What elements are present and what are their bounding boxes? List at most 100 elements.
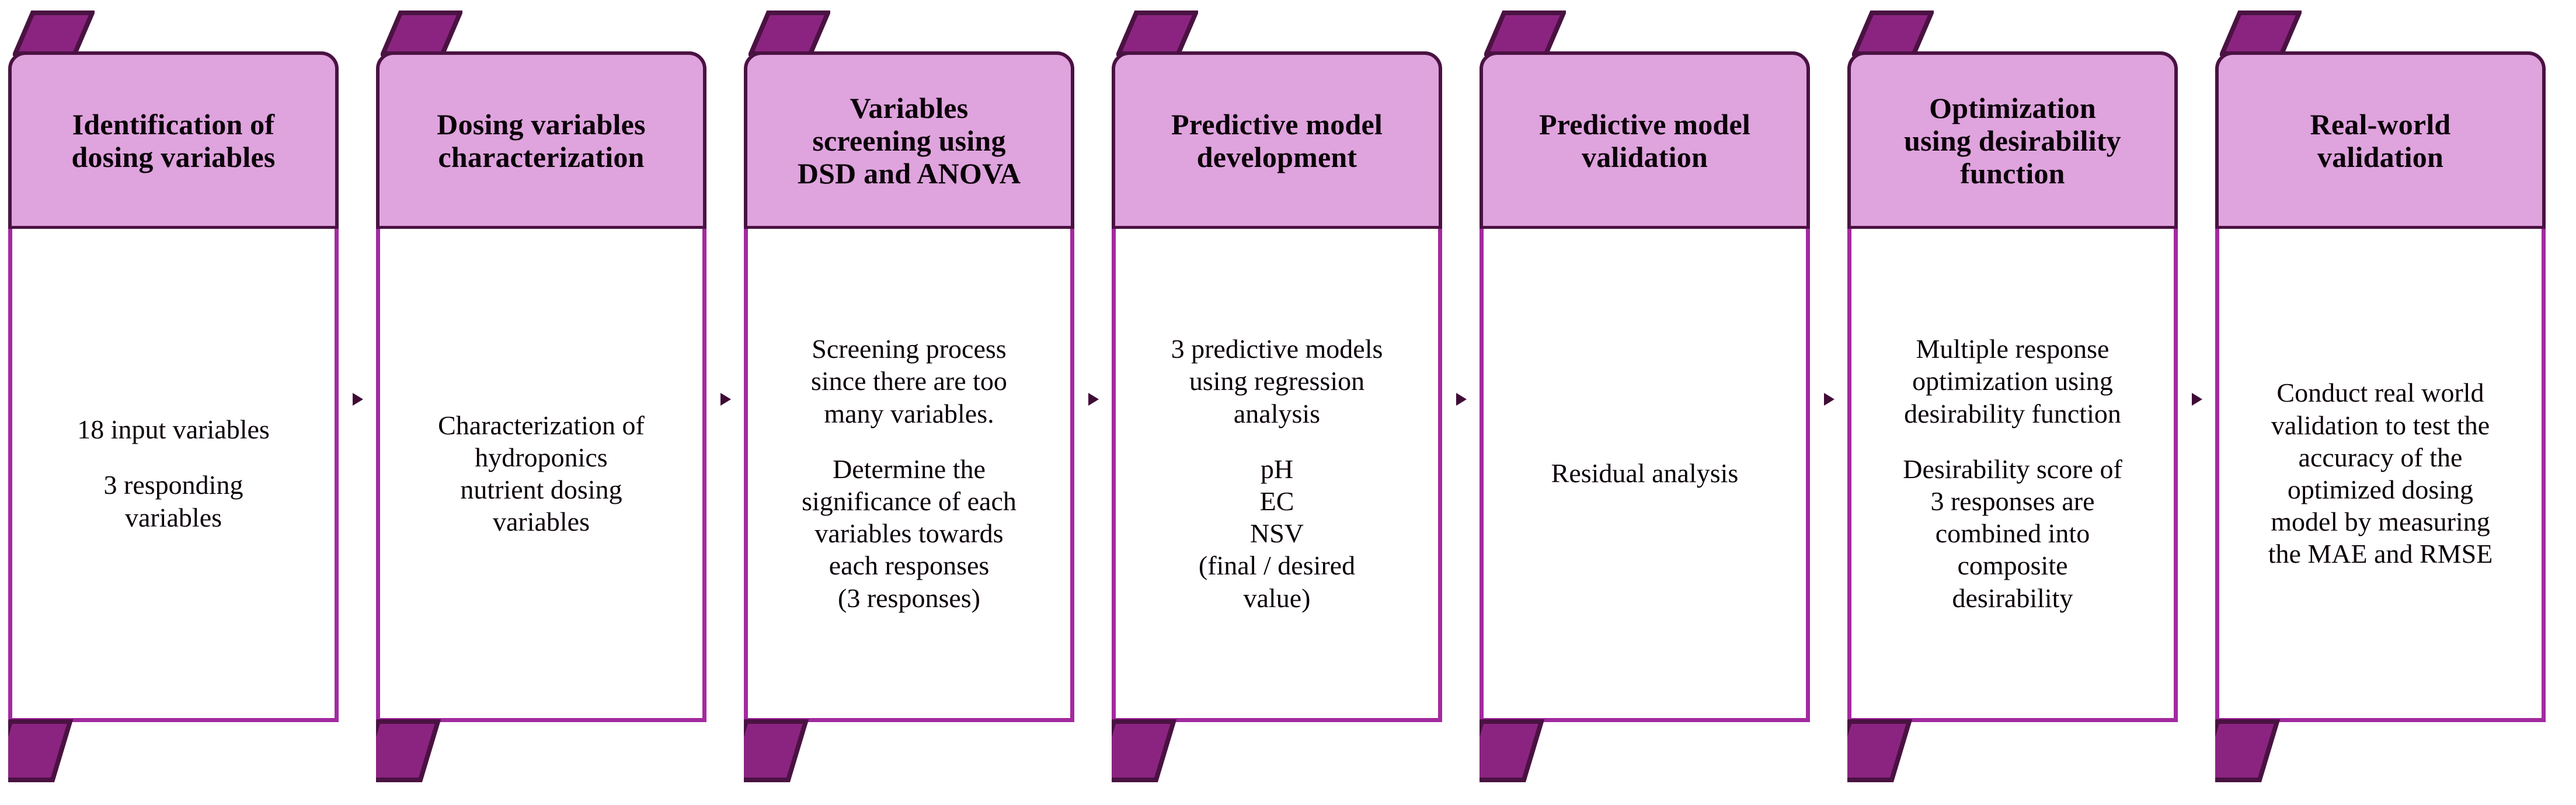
text-line: many variables. xyxy=(824,398,994,428)
text-line: Residual analysis xyxy=(1551,458,1739,489)
stage-top-tab-icon xyxy=(1484,11,1566,57)
text-line: using desirability xyxy=(1904,124,2121,157)
text-line: Optimization xyxy=(1929,91,2096,124)
text-line: since there are too xyxy=(811,366,1007,396)
paragraph-gap xyxy=(802,430,1017,453)
stage-body-text: Residual analysis xyxy=(1551,457,1739,489)
text-line: variables xyxy=(492,507,590,537)
text-line: dosing variables xyxy=(71,140,276,173)
text-line: function xyxy=(1960,156,2065,190)
flow-arrow-icon xyxy=(2191,391,2203,407)
text-line: pH xyxy=(1260,454,1294,484)
stage-top-tab-icon xyxy=(381,11,462,57)
text-line: (3 responses) xyxy=(838,583,980,613)
text-line: Predictive model xyxy=(1171,107,1383,141)
text-line: NSV xyxy=(1249,518,1304,549)
text-line: the MAE and RMSE xyxy=(2268,539,2493,569)
stage-top-tab-icon xyxy=(749,11,830,57)
text-line: Determine the xyxy=(833,454,986,484)
flow-arrow-icon xyxy=(1087,391,1100,407)
stage-bottom-tab-icon xyxy=(2215,719,2303,783)
text-line: validation xyxy=(1582,140,1708,173)
text-line: variables xyxy=(124,502,222,532)
text-line: composite xyxy=(1957,550,2068,581)
text-line: Screening process xyxy=(812,334,1007,364)
stage-top-tab-icon xyxy=(1852,11,1934,57)
text-line: Variables xyxy=(850,91,969,124)
text-line: DSD and ANOVA xyxy=(797,156,1021,190)
text-line: analysis xyxy=(1233,398,1321,428)
stage-body: Residual analysis xyxy=(1480,229,1810,722)
text-line: Desirability score of xyxy=(1903,454,2122,484)
stage-bottom-tab-icon xyxy=(744,719,831,783)
text-line: (final / desired xyxy=(1198,550,1356,581)
text-line: significance of each xyxy=(802,486,1017,516)
text-line: Characterization of xyxy=(438,410,645,440)
text-line: 3 predictive models xyxy=(1171,334,1383,364)
text-line: each responses xyxy=(829,550,990,581)
text-line: model by measuring xyxy=(2271,507,2490,537)
paragraph-gap xyxy=(77,445,270,469)
text-line: optimized dosing xyxy=(2287,475,2474,504)
stage-top-tab-icon xyxy=(1116,11,1198,57)
text-line: validation xyxy=(2317,140,2443,173)
text-line: characterization xyxy=(438,140,645,173)
text-line: 3 responses are xyxy=(1930,486,2095,516)
stage-bottom-tab-icon xyxy=(376,719,464,783)
paragraph-gap xyxy=(1171,430,1383,453)
text-line: variables towards xyxy=(814,518,1004,549)
text-line: accuracy of the xyxy=(2298,442,2463,472)
text-line: desirability function xyxy=(1904,398,2121,428)
flow-arrow-icon xyxy=(1823,391,1836,407)
text-line: desirability xyxy=(1952,583,2073,613)
flow-arrow-icon xyxy=(351,391,364,407)
text-line: optimization using xyxy=(1912,366,2113,396)
text-line: 18 input variables xyxy=(77,414,270,445)
text-line: using regression xyxy=(1189,366,1365,396)
text-line: Conduct real world xyxy=(2276,378,2484,408)
text-line: Predictive model xyxy=(1539,107,1750,141)
stage-top-tab-icon xyxy=(13,11,95,57)
text-line: validation to test the xyxy=(2271,410,2490,440)
text-line: nutrient dosing xyxy=(460,475,622,504)
stage-bottom-tab-icon xyxy=(8,719,96,783)
stage-body-paragraph: 18 input variables xyxy=(77,413,270,445)
text-line: screening using xyxy=(812,124,1006,157)
stage-bottom-tab-icon xyxy=(1847,719,1935,783)
